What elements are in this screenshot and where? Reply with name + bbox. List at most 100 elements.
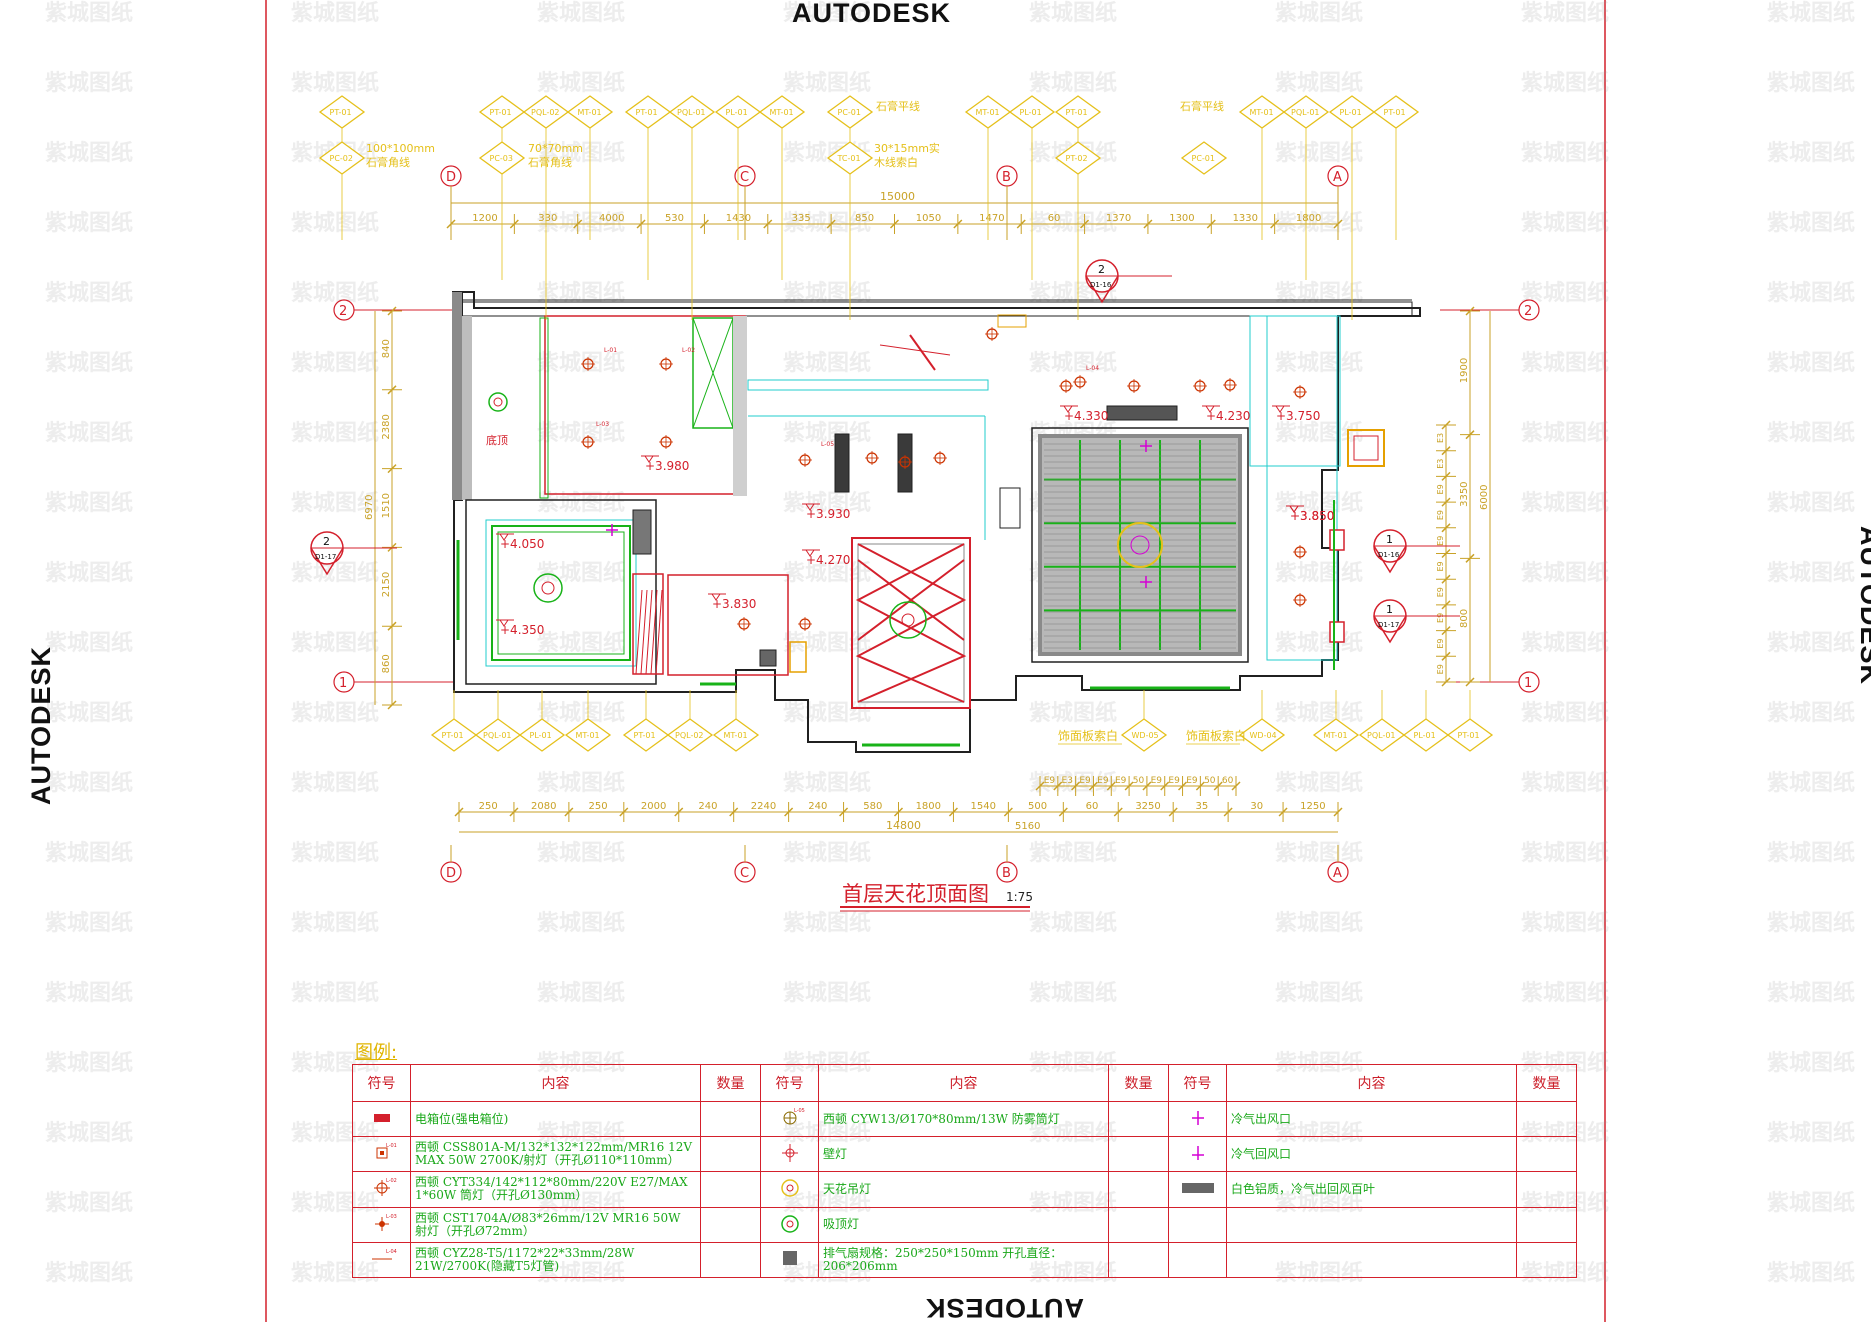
note-line1: 30*15mm实	[874, 141, 940, 155]
watermark-text: 紫城图纸	[537, 630, 625, 656]
dim-bottom-value: 580	[863, 801, 882, 812]
watermark-text: 紫城图纸	[291, 420, 379, 446]
watermark-text: 紫城图纸	[1767, 350, 1855, 376]
watermark-text: 紫城图纸	[1029, 70, 1117, 96]
dim-left-total: 6970	[364, 495, 375, 520]
ceiling-light-symbol	[488, 392, 508, 412]
watermark-text: 紫城图纸	[45, 770, 133, 796]
dim-right-value: 800	[1459, 609, 1470, 628]
section-marker-sheet: D1-16	[1378, 551, 1400, 559]
dim-bottom-upper-slash	[1106, 781, 1116, 791]
chandelier-core	[1130, 535, 1150, 555]
ceiling-height: +3.850	[1290, 509, 1334, 523]
note-line1: 70*70mm	[528, 142, 583, 155]
living-ceiling-outer	[1031, 427, 1249, 663]
dim-top-slash	[1270, 219, 1280, 229]
dim-left-slash	[387, 306, 397, 316]
legend-quantity	[700, 1206, 761, 1243]
dim-bottom-upper-value: E9	[1115, 776, 1127, 786]
dim-bottom-upper-slash	[1213, 781, 1223, 791]
room-living-wall	[465, 499, 657, 685]
legend-description: 西顿 CYW13/Ø170*80mm/13W 防雾筒灯	[818, 1100, 1109, 1138]
legend-quantity	[1108, 1171, 1169, 1208]
dim-right-small-value: E9	[1436, 510, 1445, 520]
legend-quantity	[1516, 1136, 1577, 1173]
tag-top-shape	[566, 95, 614, 129]
wall-fill	[452, 292, 462, 500]
watermark-text: 紫城图纸	[1521, 840, 1609, 866]
legend-symbol-cell	[1168, 1206, 1227, 1243]
watermark-text: 紫城图纸	[291, 910, 379, 936]
watermark-text: 紫城图纸	[537, 0, 625, 26]
watermark-text: 紫城图纸	[537, 980, 625, 1006]
watermark-text: 紫城图纸	[1521, 700, 1609, 726]
legend-symbol-cell	[760, 1206, 819, 1243]
tag-bottom-label: PL-01	[530, 731, 552, 740]
dim-right-small-slash	[1441, 548, 1451, 559]
fixture-code: L-03	[596, 421, 609, 428]
section-marker-number: 1	[1386, 533, 1393, 546]
dim-left-value: 1510	[381, 493, 392, 518]
tag-bottom-label: PQL-02	[675, 731, 704, 740]
dim-top-slash	[699, 219, 709, 229]
watermark-text: 紫城图纸	[45, 630, 133, 656]
watermark-text: 紫城图纸	[1029, 840, 1117, 866]
legend-quantity	[700, 1100, 761, 1138]
watermark-text: 紫城图纸	[1275, 560, 1363, 586]
section-marker-pointer	[310, 547, 344, 576]
column-box-inner	[1353, 435, 1379, 461]
legend-description: 壁灯	[818, 1136, 1109, 1173]
tag-top-label: PT-01	[636, 108, 658, 117]
dim-top-value: 530	[665, 213, 684, 224]
watermark-text: 紫城图纸	[1521, 420, 1609, 446]
dim-right-small-value: E9	[1436, 613, 1445, 623]
watermark-text: 紫城图纸	[1521, 490, 1609, 516]
dim-top-value: 850	[855, 213, 874, 224]
dim-bottom-slash	[454, 807, 464, 817]
dim-right-small-slash	[1441, 626, 1451, 636]
dim-bottom-upper-slash	[1124, 781, 1134, 791]
legend-header: 符号	[760, 1064, 819, 1102]
tag-top-shape	[758, 95, 806, 129]
tag-top-label: PC-01	[838, 108, 861, 117]
dim-top-value: 1430	[726, 213, 751, 224]
dim-top-slash	[763, 219, 773, 229]
dim-bottom-slash	[729, 807, 739, 817]
note-line1: 石膏平线	[876, 99, 920, 113]
watermark-text: 紫城图纸	[291, 490, 379, 516]
watermark-text: 紫城图纸	[1767, 700, 1855, 726]
watermark-text: 紫城图纸	[783, 560, 871, 586]
ceiling-height: +4.230	[1206, 409, 1250, 423]
watermark-text: 紫城图纸	[1521, 770, 1609, 796]
dim-bottom-value: 2080	[531, 801, 556, 812]
dim-bottom-slash	[1278, 807, 1288, 817]
axis-label-top: A	[1333, 170, 1342, 185]
dim-top-value: 330	[538, 213, 557, 224]
watermark-text: 紫城图纸	[1767, 1190, 1855, 1216]
legend-fixture-code: L-05	[794, 1108, 805, 1114]
dim-bottom-upper-value: 50	[1204, 776, 1216, 786]
axis-label-top: C	[740, 170, 749, 185]
sheet-frame	[265, 0, 1606, 1322]
dim-top-slash	[953, 219, 963, 229]
watermark-text: 紫城图纸	[537, 840, 625, 866]
strip-light-icon: L-04	[364, 1247, 400, 1269]
watermark-text: 紫城图纸	[783, 630, 871, 656]
watermark-text: 紫城图纸	[1029, 210, 1117, 236]
axis-label-bottom: C	[740, 866, 749, 881]
dim-bottom-upper-value: E9	[1079, 776, 1091, 786]
watermark-text: 紫城图纸	[1767, 1050, 1855, 1076]
ceiling-height: +4.270	[806, 553, 850, 567]
tag-bottom-shape	[712, 718, 760, 752]
note-bottom: 饰面板索白	[1186, 728, 1246, 743]
axis-label-right: 1	[1524, 676, 1532, 691]
legend-symbol-cell: L-01	[352, 1136, 411, 1173]
tag-bottom-shape	[564, 718, 612, 752]
tag-top2-shape	[1054, 141, 1102, 175]
watermark-text: 紫城图纸	[45, 0, 133, 26]
dim-bottom-value: 2240	[751, 801, 776, 812]
watermark-text: 紫城图纸	[45, 700, 133, 726]
dim-left-value: 2150	[381, 572, 392, 597]
